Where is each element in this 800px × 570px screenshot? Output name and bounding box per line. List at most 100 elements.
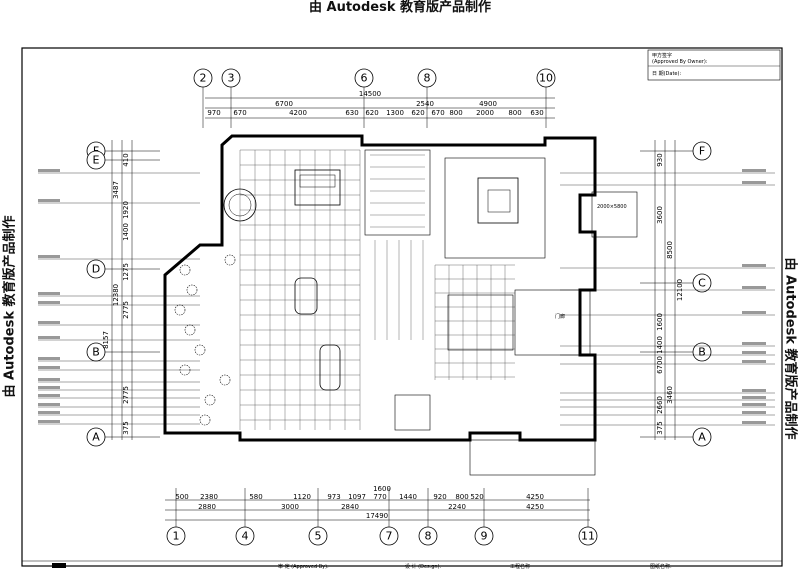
plant-mark (224, 254, 236, 266)
top-dim-value: 630 (530, 109, 543, 117)
top-dim-value: 2540 (416, 100, 434, 108)
living-area (444, 157, 546, 259)
top-dim-value: 620 (365, 109, 378, 117)
top-axis-label: 2 (200, 72, 207, 85)
bottom-axis-label: 8 (425, 530, 432, 543)
left-dim-value: 12380 (112, 284, 120, 306)
top-dim-value: 6700 (275, 100, 293, 108)
garden-plants (174, 254, 236, 426)
top-dim-value: 4200 (289, 109, 307, 117)
top-dim-value: 4900 (479, 100, 497, 108)
bottom-dim-value: 2840 (341, 503, 359, 511)
plant-mark (199, 414, 211, 426)
bottom-total-dim: 17490 (366, 512, 388, 520)
plant-mark (184, 324, 196, 336)
bottom-dim-value: 1120 (293, 493, 311, 501)
bottom-axis-label: 7 (386, 530, 393, 543)
top-dimension-lines: 14500 6700 2540 4900 970 670 4200 630 620 1300 62… (205, 90, 555, 119)
sofa-group (294, 169, 341, 206)
bottom-dim-value: 500 (175, 493, 188, 501)
floor-tile-grid (239, 149, 515, 430)
stair-block (364, 149, 431, 236)
right-dim-value: 2660 (656, 396, 664, 414)
bottom-dim-value: 800 (455, 493, 468, 501)
top-dim-value: 970 (207, 109, 220, 117)
right-axis-label: C (698, 277, 706, 290)
plant-mark (179, 364, 191, 376)
right-dim-value: 6700 (656, 356, 664, 374)
top-axis-label: 6 (361, 72, 368, 85)
bottom-dim-value: 1097 (348, 493, 366, 501)
top-dim-value: 670 (431, 109, 444, 117)
design-label: 设 计 (Des.gn): (405, 563, 442, 570)
approved-by-label: 审 定 (Approved By): (278, 563, 329, 570)
bottom-dim-value: 920 (433, 493, 446, 501)
bottom-axis-label: 4 (242, 530, 249, 543)
bottom-axis-label: 1 (173, 530, 180, 543)
watermark-top: 由 Autodesk 教育版产品制作 (308, 0, 492, 15)
bottom-dim-value: 770 (373, 493, 386, 501)
left-dim-value: 1275 (122, 263, 130, 281)
plant-mark (194, 344, 206, 356)
top-axis-label: 3 (228, 72, 235, 85)
left-dim-value: 1400 (122, 223, 130, 241)
top-dim-value: 800 (508, 109, 521, 117)
plant-mark (174, 304, 186, 316)
bottom-dim-value: 1440 (399, 493, 417, 501)
entrance-label: 门廊 (555, 313, 565, 320)
terrace-dim-note: 2000×5800 (597, 204, 627, 210)
plant-mark (204, 394, 216, 406)
right-dim-value: 1600 (656, 313, 664, 331)
left-dim-value: 1920 (122, 201, 130, 219)
left-dim-value: 3487 (112, 181, 120, 199)
approval-label: 甲方签字 (652, 52, 672, 59)
kitchen-island (294, 277, 341, 391)
dining-table (223, 188, 257, 222)
top-dim-value: 620 (411, 109, 424, 117)
top-dim-value: 630 (345, 109, 358, 117)
left-dim-value: 410 (122, 153, 130, 166)
left-dim-value: 375 (122, 421, 130, 434)
living-sofa (477, 177, 519, 224)
bottom-dim-value: 580 (249, 493, 262, 501)
approval-label-en: (Approved By Owner): (652, 59, 708, 65)
plant-mark (219, 374, 231, 386)
bottom-dim-value: 2380 (200, 493, 218, 501)
title-block-top: 甲方签字 (Approved By Owner): 日 期(Date): (647, 49, 781, 81)
top-dim-value: 1300 (386, 109, 404, 117)
bottom-dim-value: 3000 (281, 503, 299, 511)
building-walls (163, 134, 638, 476)
top-dim-value: 2000 (476, 109, 494, 117)
bath-block (447, 294, 514, 351)
right-dim-value: 375 (656, 421, 664, 434)
top-dim-value: 670 (233, 109, 246, 117)
bottom-dim-value: 4250 (526, 503, 544, 511)
left-axis-label: A (92, 431, 100, 444)
bottom-dim-value: 2880 (198, 503, 216, 511)
top-dim-value: 800 (449, 109, 462, 117)
right-axis-label: B (698, 346, 706, 359)
project-label: 工程名称 (510, 563, 530, 570)
bottom-dim-value: 2240 (448, 503, 466, 511)
plant-mark (186, 284, 198, 296)
left-dim-value: 2775 (122, 386, 130, 404)
bottom-axis-label: 9 (481, 530, 488, 543)
sheet-border (21, 47, 783, 567)
porch-outline (469, 439, 596, 476)
top-axis-label: 10 (539, 72, 553, 85)
drawing-name-label: 图纸名称: (650, 563, 672, 570)
bottom-dim-value: 973 (327, 493, 340, 501)
terrace-right (591, 191, 638, 238)
top-total-dim: 14500 (359, 90, 381, 98)
left-axis-label: E (93, 154, 100, 167)
right-dim-value: 3600 (656, 206, 664, 224)
left-axis-label: D (92, 263, 100, 276)
right-axis-label: F (699, 145, 705, 158)
right-dim-value: 1400 (656, 336, 664, 354)
